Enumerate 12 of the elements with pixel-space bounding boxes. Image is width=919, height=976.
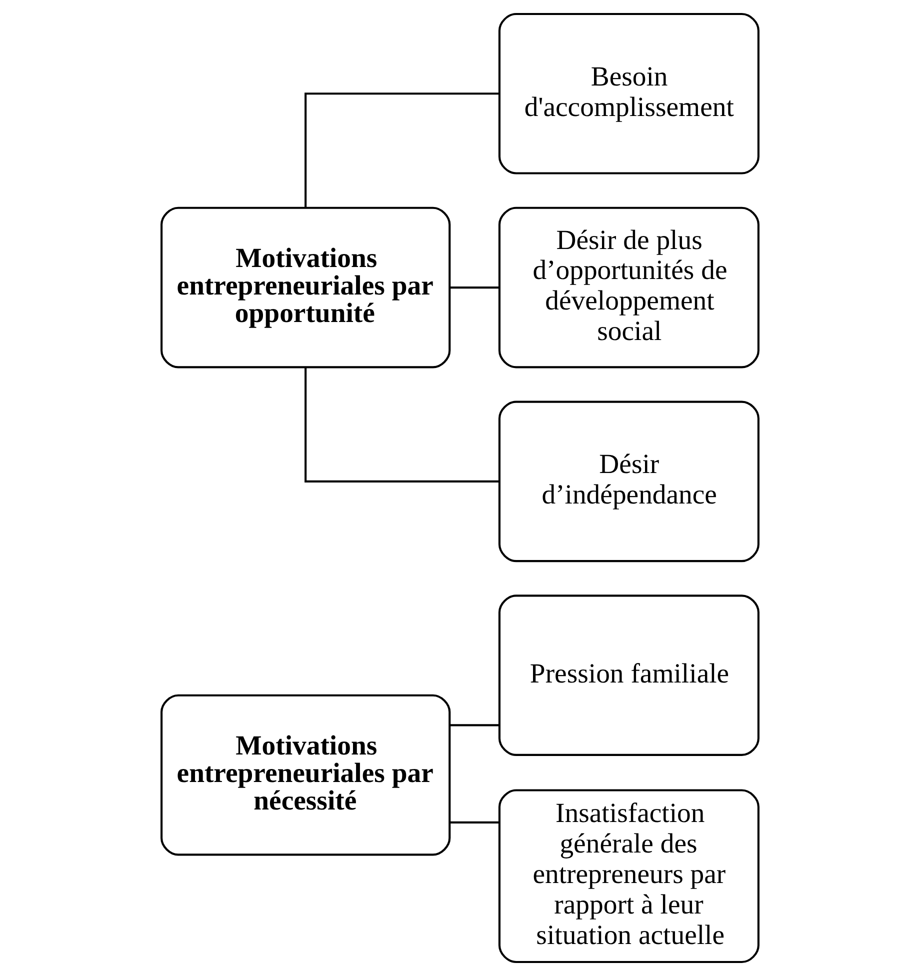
connector: [449, 821, 499, 824]
connector: [304, 368, 499, 482]
connector: [449, 724, 499, 726]
node-box: Insatisfaction générale des entrepreneurs par rapport à leur situation actuelle: [498, 789, 759, 964]
node-box: Motivations entrepreneuriales par opportunité: [160, 206, 450, 368]
connector: [304, 92, 499, 208]
node-box: Motivations entrepreneuriales par nécessité: [160, 694, 450, 856]
node-box: Désir de plus d’opportunités de développement social: [498, 206, 759, 368]
node-box: Pression familiale: [498, 594, 759, 756]
connector: [449, 286, 499, 289]
node-box: Besoin d'accomplissement: [498, 12, 759, 174]
node-box: Désir d’indépendance: [498, 400, 759, 562]
